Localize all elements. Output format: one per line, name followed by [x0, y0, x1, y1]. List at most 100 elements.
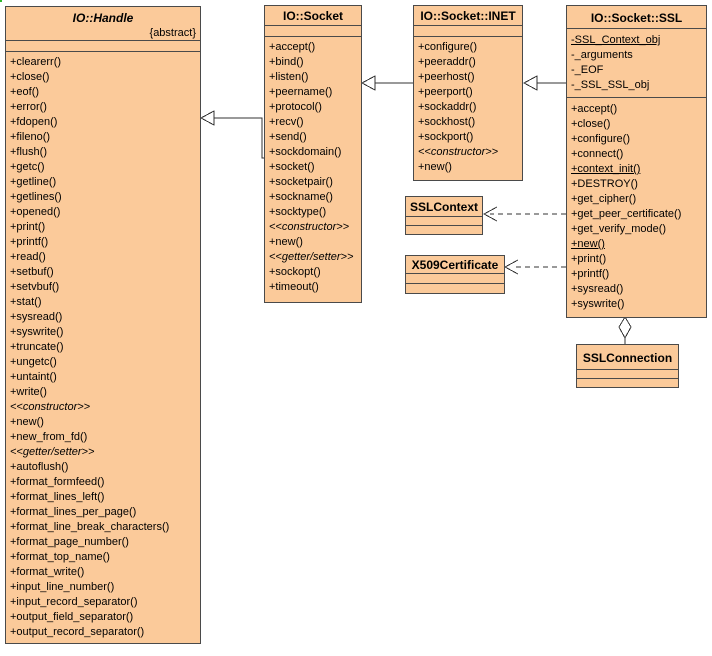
member-row: +accept() — [571, 103, 618, 115]
member-row: -SSL_Context_obj — [571, 34, 661, 46]
member-row: +format_line_break_characters() — [10, 521, 170, 533]
aggregation-ssl-to-sslconnection — [618, 316, 632, 344]
member-row: +get_verify_mode() — [571, 223, 667, 235]
generalization-inet-to-socket — [360, 75, 413, 91]
member-row: +syswrite() — [10, 326, 64, 338]
dependency-arrowhead-icon — [482, 206, 498, 222]
member-row: +getline() — [10, 176, 57, 188]
member-row: +getc() — [10, 161, 45, 173]
member-row: +configure() — [418, 41, 478, 53]
member-row: <<constructor>> — [418, 146, 499, 158]
class-title: SSLConnection — [582, 351, 673, 365]
class-title-compartment: IO::Socket — [265, 6, 361, 25]
methods-compartment: +clearerr()+close()+eof()+error()+fdopen… — [6, 51, 200, 643]
attributes-compartment — [414, 25, 522, 36]
member-row: +sockhost() — [418, 116, 476, 128]
member-row: +sockname() — [269, 191, 333, 203]
member-row: +opened() — [10, 206, 61, 218]
attributes-compartment: -SSL_Context_obj -_arguments -_EOF -_SSL_SS… — [567, 28, 706, 97]
member-row: +get_peer_certificate() — [571, 208, 682, 220]
member-row: +sockopt() — [269, 266, 321, 278]
dependency-arrowhead-icon — [503, 259, 519, 275]
class-io-handle[interactable]: IO::Handle {abstract} +clearerr()+close(… — [5, 6, 201, 644]
member-row: +DESTROY() — [571, 178, 638, 190]
member-row: +input_record_separator() — [10, 596, 138, 608]
class-title-compartment: SSLContext — [406, 197, 482, 216]
attributes-compartment — [265, 25, 361, 36]
corner-pixel-artifact — [0, 0, 2, 2]
member-row: -_EOF — [571, 64, 604, 76]
member-row: +new() — [418, 161, 452, 173]
generalization-socket-to-handle — [199, 110, 265, 159]
member-row: <<getter/setter>> — [10, 446, 95, 458]
methods-compartment: +accept()+close()+configure()+connect()+… — [567, 97, 706, 317]
member-row: +get_cipher() — [571, 193, 637, 205]
member-row: +printf() — [571, 268, 610, 280]
methods-compartment: +accept()+bind()+listen()+peername()+pro… — [265, 36, 361, 302]
class-io-socket-inet[interactable]: IO::Socket::INET +configure()+peeraddr()… — [413, 5, 523, 181]
member-row: +recv() — [269, 116, 304, 128]
member-row: +untaint() — [10, 371, 57, 383]
member-row: +timeout() — [269, 281, 319, 293]
member-row: +print() — [10, 221, 46, 233]
member-row: +socketpair() — [269, 176, 333, 188]
class-io-socket[interactable]: IO::Socket +accept()+bind()+listen()+pee… — [264, 5, 362, 303]
class-title: X509Certificate — [411, 258, 499, 272]
member-row: +eof() — [10, 86, 40, 98]
member-row: <<getter/setter>> — [269, 251, 354, 263]
member-row: +format_lines_per_page() — [10, 506, 137, 518]
member-row: +send() — [269, 131, 307, 143]
member-row: +format_formfeed() — [10, 476, 105, 488]
member-row: -_SSL_SSL_obj — [571, 79, 650, 91]
member-row: +context_init() — [571, 163, 641, 175]
class-x509-certificate[interactable]: X509Certificate — [405, 255, 505, 294]
member-row: +sockdomain() — [269, 146, 342, 158]
class-io-socket-ssl[interactable]: IO::Socket::SSL -SSL_Context_obj-_argume… — [566, 5, 707, 318]
member-row: +socktype() — [269, 206, 327, 218]
methods-compartment — [406, 225, 482, 234]
class-title: IO::Socket::INET — [420, 9, 516, 23]
member-row: +new_from_fd() — [10, 431, 88, 443]
class-title: IO::Socket::SSL — [590, 11, 683, 25]
class-title-compartment: IO::Handle {abstract} — [6, 7, 200, 40]
class-ssl-context[interactable]: SSLContext — [405, 196, 483, 235]
member-row: +format_write() — [10, 566, 85, 578]
generalization-arrowhead-icon — [522, 75, 538, 91]
aggregation-diamond-icon — [618, 316, 632, 340]
class-title: IO::Handle — [72, 11, 134, 25]
member-row: +fileno() — [10, 131, 51, 143]
member-row: +close() — [10, 71, 50, 83]
methods-compartment: +configure()+peeraddr()+peerhost()+peerp… — [414, 36, 522, 180]
member-row: +sockaddr() — [418, 101, 477, 113]
member-row: +printf() — [10, 236, 49, 248]
member-row: +accept() — [269, 41, 316, 53]
class-title-compartment: IO::Socket::SSL — [567, 6, 706, 28]
member-row: +new() — [571, 238, 605, 250]
member-row: +new() — [10, 416, 44, 428]
member-row: -_arguments — [571, 49, 633, 61]
member-row: +output_record_separator() — [10, 626, 145, 638]
class-title: IO::Socket — [282, 9, 343, 23]
class-title: SSLContext — [409, 200, 478, 214]
member-row: <<constructor>> — [10, 401, 91, 413]
member-row: +read() — [10, 251, 46, 263]
generalization-arrowhead-icon — [360, 75, 376, 91]
member-row: +getlines() — [10, 191, 62, 203]
member-row: +socket() — [269, 161, 315, 173]
abstract-tag: {abstract} — [149, 27, 196, 39]
member-row: +truncate() — [10, 341, 64, 353]
attributes-compartment — [406, 216, 482, 225]
member-row: +setbuf() — [10, 266, 54, 278]
generalization-ssl-to-inet — [522, 75, 566, 91]
member-row: <<constructor>> — [269, 221, 350, 233]
member-row: +peerport() — [418, 86, 473, 98]
member-row: +syswrite() — [571, 298, 625, 310]
class-ssl-connection[interactable]: SSLConnection — [576, 344, 679, 388]
member-row: +output_field_separator() — [10, 611, 134, 623]
member-row: +setvbuf() — [10, 281, 60, 293]
class-title-compartment: X509Certificate — [406, 256, 504, 273]
member-row: +peerhost() — [418, 71, 475, 83]
attributes-compartment — [6, 40, 200, 51]
